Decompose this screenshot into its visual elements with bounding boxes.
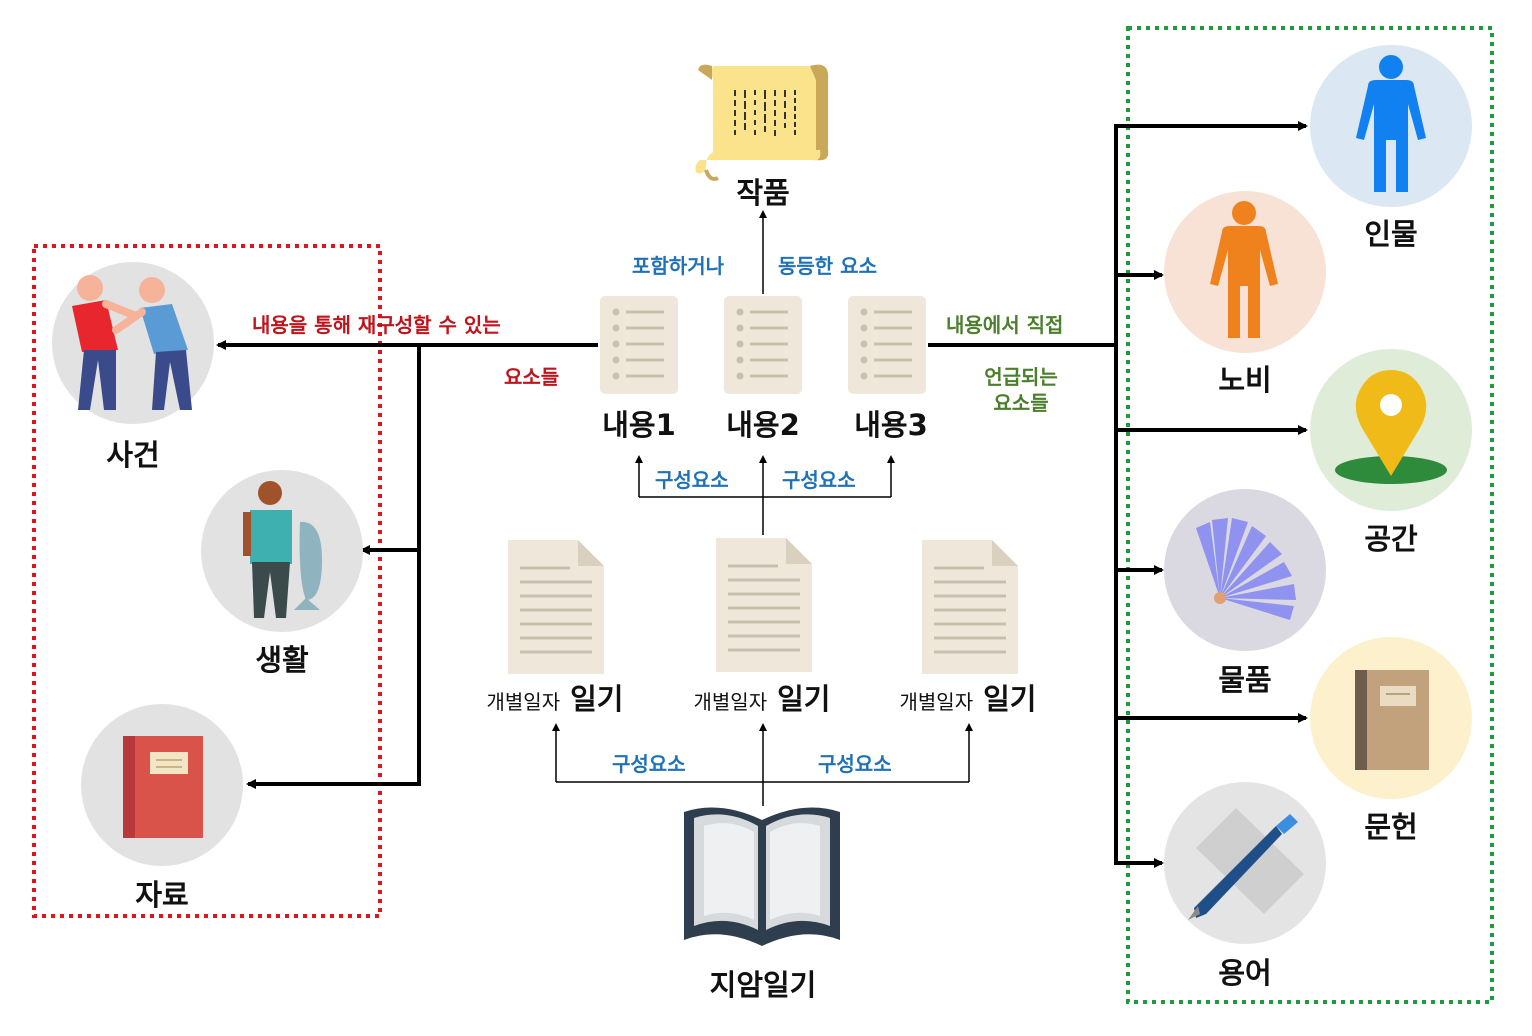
right-group-box: [1126, 26, 1494, 1004]
component-upper-left-label: 구성요소: [655, 468, 729, 492]
diary2-prefix: 개별일자: [693, 690, 768, 714]
brown-book-icon: [1355, 670, 1429, 770]
diary2-title: 일기: [777, 682, 831, 716]
source-label: 지암일기: [709, 968, 817, 1002]
content1-doc-icon: [600, 296, 678, 394]
diary1-page-icon: [508, 540, 604, 674]
diary3-label: 개별일자 일기: [900, 676, 1037, 718]
diary1-label: 개별일자 일기: [487, 676, 624, 718]
component-lower-right-label: 구성요소: [818, 752, 892, 776]
servant-label: 노비: [1218, 363, 1272, 397]
connector-lines: [216, 121, 1308, 868]
left-group-box: [32, 244, 382, 918]
content3-label: 내용3: [854, 408, 928, 442]
relation-left-label: 포함하거나: [632, 254, 724, 278]
diary3-prefix: 개별일자: [899, 690, 974, 714]
location-pin-icon: [1335, 370, 1447, 484]
red-book-icon: [123, 736, 203, 838]
work-label: 작품: [736, 176, 790, 210]
diary2-label: 개별일자 일기: [694, 676, 831, 718]
life-node: [201, 470, 363, 632]
material-node: [81, 704, 243, 866]
person-label: 인물: [1364, 217, 1418, 251]
content3-doc-icon: [848, 296, 926, 394]
open-book-icon: [684, 807, 840, 946]
person-orange-icon: [1210, 201, 1278, 338]
left-relation-line1: 내용을 통해 재구성할 수 있는: [252, 313, 501, 337]
diary3-page-icon: [922, 540, 1018, 674]
relation-right-label: 동등한 요소: [778, 254, 877, 278]
right-relation-line1: 내용에서 직접: [946, 313, 1064, 337]
diary2-page-icon: [716, 538, 812, 672]
fisherman-icon: [243, 481, 322, 618]
right-relation-line2: 언급되는: [984, 365, 1058, 389]
place-node: [1310, 349, 1472, 511]
servant-node: [1164, 191, 1326, 353]
people-fighting-icon: [72, 275, 192, 410]
literature-node: [1310, 637, 1472, 799]
event-node: [52, 262, 214, 424]
scroll-icon: [695, 64, 829, 181]
content1-label: 내용1: [602, 408, 676, 442]
diary1-title: 일기: [570, 682, 624, 716]
content2-doc-icon: [724, 296, 802, 394]
term-label: 용어: [1218, 956, 1272, 990]
pen-paper-icon: [1188, 808, 1304, 920]
fan-icon: [1196, 518, 1296, 620]
life-label: 생활: [255, 643, 309, 677]
component-lower-left-label: 구성요소: [612, 752, 686, 776]
literature-label: 문헌: [1364, 810, 1418, 844]
right-relation-line3: 요소들: [993, 391, 1049, 415]
place-label: 공간: [1364, 522, 1418, 556]
person-blue-icon: [1356, 55, 1426, 192]
term-node: [1164, 782, 1326, 944]
object-node: [1164, 489, 1326, 651]
person-node: [1310, 45, 1472, 207]
event-label: 사건: [106, 438, 160, 472]
diary3-title: 일기: [983, 682, 1037, 716]
material-label: 자료: [135, 878, 189, 912]
content2-label: 내용2: [726, 408, 800, 442]
left-relation-line2: 요소들: [504, 365, 560, 389]
diary1-prefix: 개별일자: [486, 690, 561, 714]
component-upper-right-label: 구성요소: [782, 468, 856, 492]
object-label: 물품: [1218, 663, 1272, 697]
